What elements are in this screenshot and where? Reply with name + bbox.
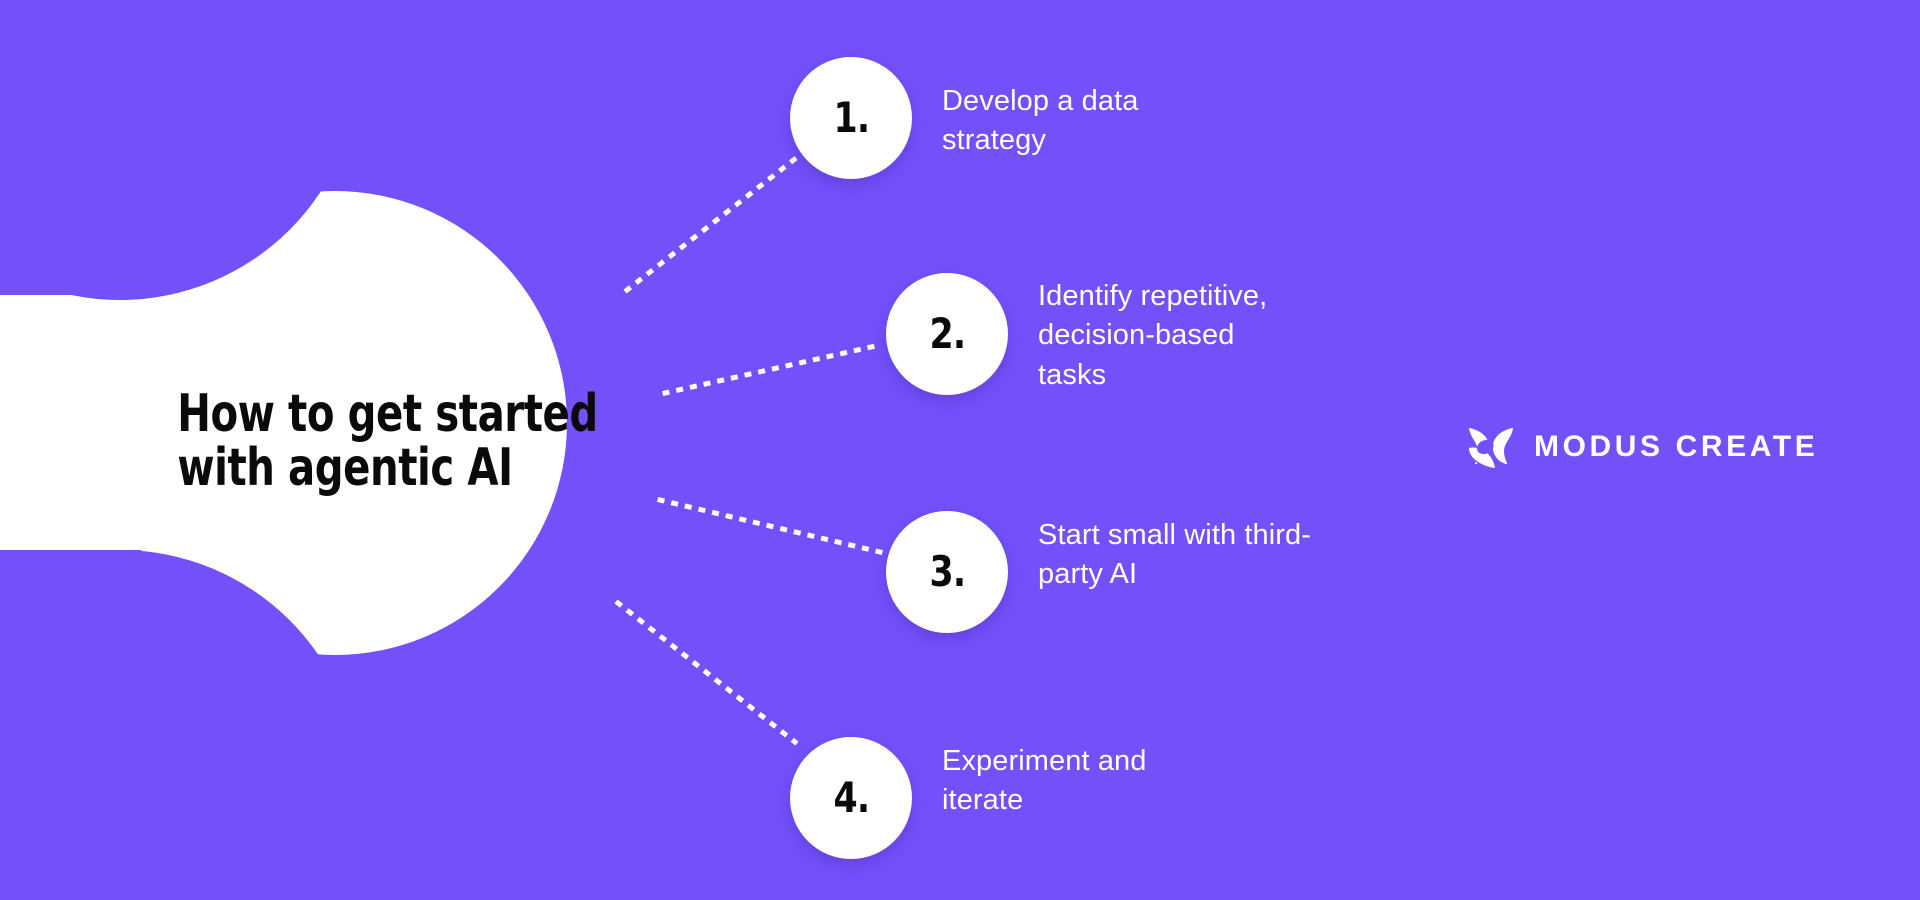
hero-title-line-2: with agentic AI [177, 437, 513, 498]
step-text-4: Experiment and iterate [942, 742, 1212, 821]
step-number-1: 1. [833, 93, 869, 142]
connector-line-3 [656, 496, 884, 556]
leaf-butterfly-icon [1468, 427, 1514, 470]
step-number-3: 3. [929, 547, 965, 596]
step-text-4-line-1: Experiment and [942, 745, 1147, 777]
connector-line-1 [623, 151, 804, 294]
connector-line-2 [662, 342, 883, 396]
step-text-4-line-2: iterate [942, 784, 1024, 817]
step-text-3: Start small with third- party AI [1038, 516, 1348, 595]
step-circle-1[interactable]: 1. [790, 57, 912, 179]
brand-logo: MODUS CREATE [1466, 424, 1818, 470]
step-text-2-line-2: decision-based [1038, 319, 1235, 352]
step-text-2-line-3: tasks [1038, 358, 1107, 391]
brand-name: MODUS CREATE [1534, 430, 1819, 463]
step-text-3-line-1: Start small with third- [1038, 519, 1312, 551]
step-circle-2[interactable]: 2. [886, 273, 1008, 395]
step-text-1: Develop a data strategy [942, 82, 1202, 161]
step-circle-4[interactable]: 4. [790, 737, 912, 859]
hero-title: How to get started with agentic AI [177, 384, 598, 498]
step-text-2-line-1: Identify repetitive, [1038, 280, 1268, 312]
step-text-1-line-2: strategy [942, 124, 1046, 157]
step-text-2: Identify repetitive, decision-based task… [1038, 277, 1318, 395]
step-number-4: 4. [833, 773, 869, 822]
step-text-3-line-2: party AI [1038, 558, 1138, 591]
step-text-1-line-1: Develop a data [942, 85, 1139, 117]
step-number-2: 2. [929, 309, 965, 358]
connector-line-4 [614, 599, 799, 746]
step-circle-3[interactable]: 3. [886, 511, 1008, 633]
hero-title-line-1: How to get started [177, 384, 598, 444]
